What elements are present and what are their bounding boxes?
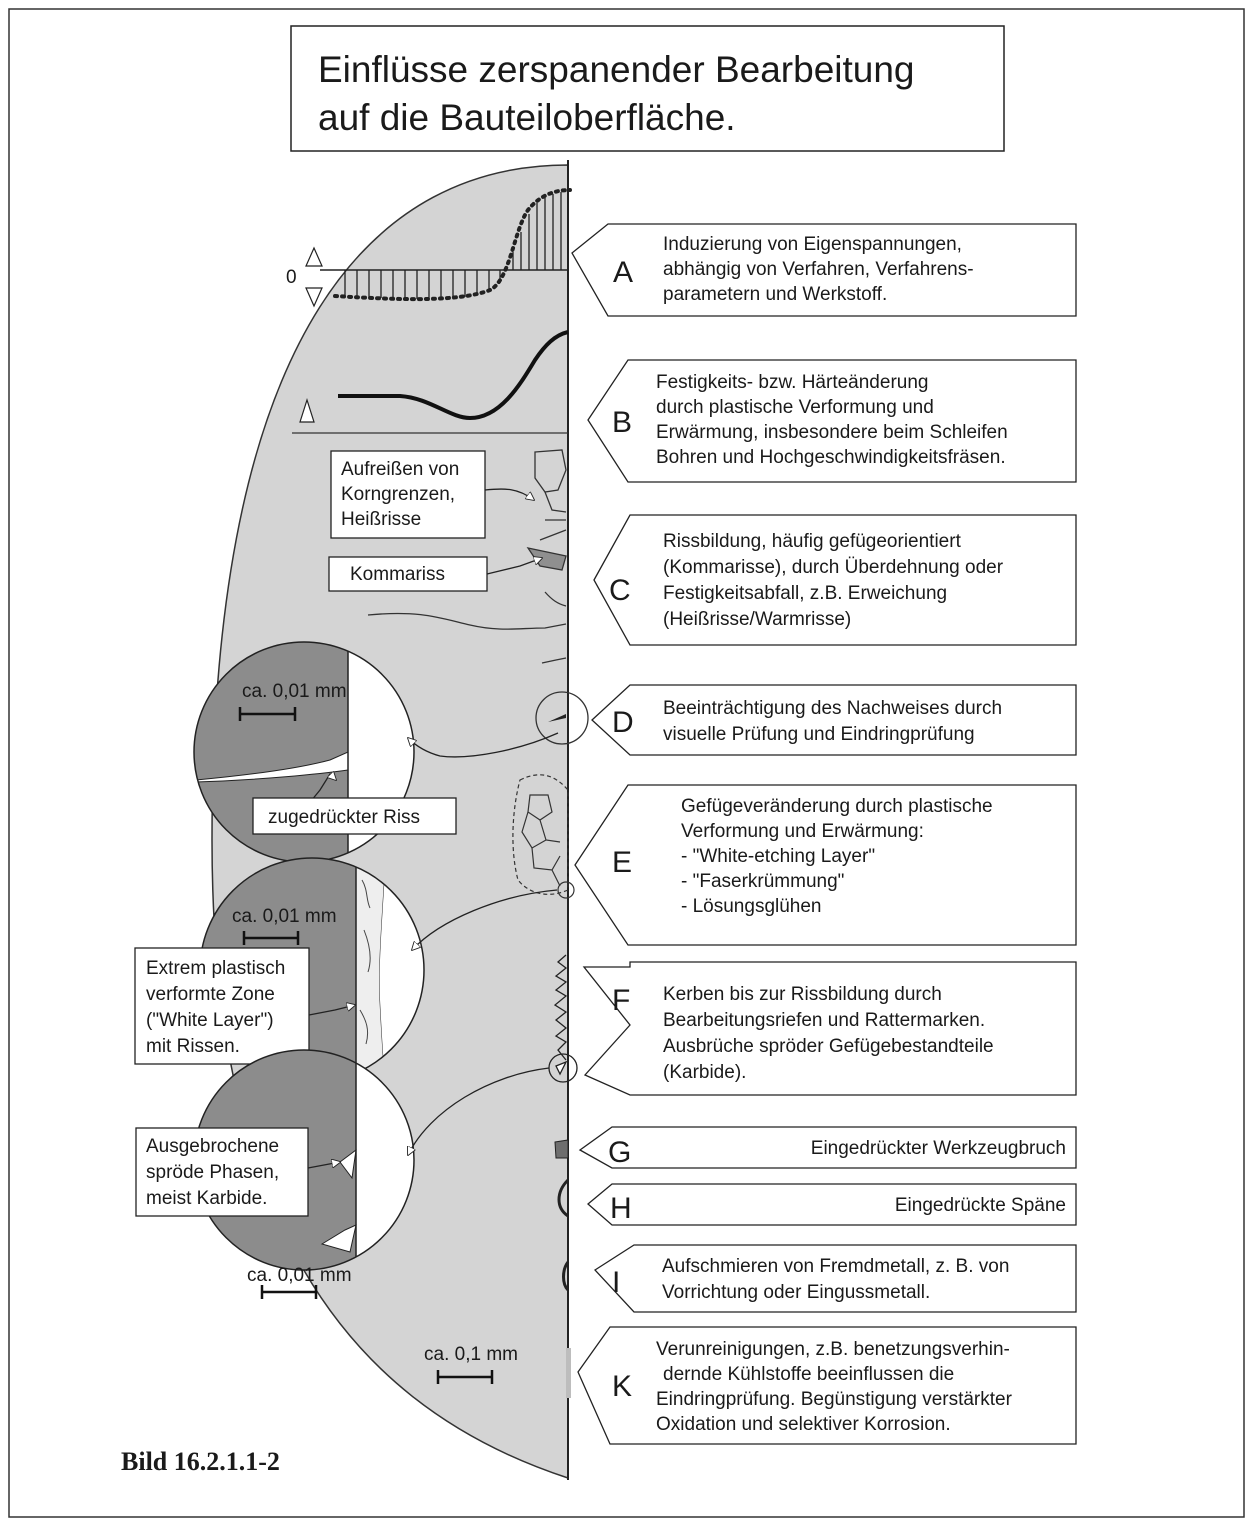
callout-letter-e: E: [612, 846, 632, 879]
hardness-profile: [292, 330, 569, 434]
label-zugedrueckt: zugedrückter Riss: [252, 797, 457, 835]
callout-letter-b: B: [612, 406, 632, 439]
scale-label-main: ca. 0,1 mm: [424, 1344, 518, 1365]
svg-text:Heißrisse: Heißrisse: [341, 509, 421, 530]
callout-h: H Eingedrückte Späne: [586, 1183, 1077, 1226]
svg-text:durch plastische Verformung un: durch plastische Verformung und: [656, 397, 934, 418]
svg-text:Verunreinigungen, z.B. benetzu: Verunreinigungen, z.B. benetzungsverhin-: [656, 1339, 1010, 1360]
svg-text:dernde Kühlstoffe beeinflussen: dernde Kühlstoffe beeinflussen die: [663, 1364, 954, 1385]
svg-text:(Heißrisse/Warmrisse): (Heißrisse/Warmrisse): [663, 609, 851, 630]
svg-text:- Lösungsglühen: - Lösungsglühen: [681, 896, 822, 917]
svg-text:abhängig von Verfahren, Verfah: abhängig von Verfahren, Verfahrens-: [663, 259, 974, 280]
svg-text:Ausgebrochene: Ausgebrochene: [146, 1136, 279, 1157]
svg-text:Eingedrückte Späne: Eingedrückte Späne: [895, 1195, 1066, 1216]
svg-text:Extrem plastisch: Extrem plastisch: [146, 958, 285, 979]
residual-stress-profile: 0: [286, 188, 572, 308]
svg-text:Kerben bis zur Rissbildung dur: Kerben bis zur Rissbildung durch: [663, 984, 942, 1005]
compression-arrow-icon: [305, 287, 323, 308]
title-box: [290, 25, 1005, 152]
callout-letter-h: H: [610, 1192, 632, 1225]
svg-text:Festigkeits- bzw. Härteänderun: Festigkeits- bzw. Härteänderung: [656, 372, 928, 393]
scale-bar-f: [260, 1285, 318, 1299]
svg-text:Aufreißen von: Aufreißen von: [341, 459, 459, 480]
callout-e: E Gefügeveränderung durch plastische Ver…: [574, 784, 1077, 946]
scale-label-d: ca. 0,01 mm: [242, 681, 347, 702]
svg-text:Festigkeitsabfall, z.B. Erweic: Festigkeitsabfall, z.B. Erweichung: [663, 583, 947, 604]
hardness-curve: [338, 330, 569, 421]
svg-text:Erwärmung, insbesondere beim S: Erwärmung, insbesondere beim Schleifen: [656, 422, 1008, 443]
svg-text:Ausbrüche spröder Gefügebestan: Ausbrüche spröder Gefügebestandteile: [663, 1036, 994, 1057]
scale-bar-main: [436, 1370, 494, 1384]
svg-text:Induzierung von Eigenspannunge: Induzierung von Eigenspannungen,: [663, 234, 962, 255]
svg-text:parametern und Werkstoff.: parametern und Werkstoff.: [663, 284, 887, 305]
callout-d: D Beeinträchtigung des Nachweises durch …: [591, 684, 1077, 756]
svg-text:(Kommarisse), durch Überdehnun: (Kommarisse), durch Überdehnung oder: [663, 557, 1004, 578]
callout-a: A Induzierung von Eigenspannungen, abhän…: [571, 223, 1077, 317]
callout-k: K Verunreinigungen, z.B. benetzungsverhi…: [577, 1326, 1077, 1445]
svg-text:Aufschmieren von Fremdmetall,: Aufschmieren von Fremdmetall, z. B. von: [662, 1256, 1009, 1277]
svg-text:Verformung und Erwärmung:: Verformung und Erwärmung:: [681, 821, 924, 842]
callout-letter-f: F: [612, 984, 630, 1017]
stress-curve: [333, 188, 572, 302]
contamination-layer: [566, 1348, 571, 1398]
callout-c: C Rissbildung, häufig gefügeorientiert (…: [593, 514, 1077, 646]
callout-letter-g: G: [608, 1136, 631, 1169]
svg-text:Gefügeveränderung durch plasti: Gefügeveränderung durch plastische: [681, 796, 993, 817]
label-white-layer: Extrem plastisch verformte Zone ("White …: [134, 947, 355, 1065]
svg-text:(Karbide).: (Karbide).: [663, 1062, 746, 1083]
title-line-2: auf die Bauteiloberfläche.: [318, 97, 736, 138]
svg-text:- "White-etching Layer": - "White-etching Layer": [681, 846, 875, 867]
callout-letter-k: K: [612, 1370, 632, 1403]
callout-b: B Festigkeits- bzw. Härteänderung durch …: [587, 359, 1077, 483]
callout-letter-a: A: [613, 256, 633, 289]
svg-text:("White Layer"): ("White Layer"): [146, 1010, 274, 1031]
scale-label-e: ca. 0,01 mm: [232, 906, 337, 927]
svg-text:Beeinträchtigung des Nachweise: Beeinträchtigung des Nachweises durch: [663, 698, 1002, 719]
scale-bar-e: [242, 931, 300, 945]
callout-g: G Eingedrückter Werkzeugbruch: [578, 1126, 1077, 1169]
scale-bar-d: [238, 707, 297, 721]
callout-letter-d: D: [612, 706, 634, 739]
svg-text:Rissbildung, häufig gefügeorie: Rissbildung, häufig gefügeorientiert: [663, 531, 962, 552]
svg-text:verformte Zone: verformte Zone: [146, 984, 275, 1005]
svg-text:mit Rissen.: mit Rissen.: [146, 1036, 240, 1057]
tension-arrow-icon: [305, 246, 323, 267]
tool-fragment: [554, 1139, 569, 1159]
stress-hatching: [344, 192, 562, 299]
svg-text:zugedrückter Riss: zugedrückter Riss: [268, 807, 420, 828]
svg-text:Eindringprüfung. Begünstigung: Eindringprüfung. Begünstigung verstärkte…: [656, 1389, 1013, 1410]
pressed-chip: [557, 1178, 570, 1218]
figure-label: Bild 16.2.1.1-2: [121, 1447, 280, 1476]
callout-i: I Aufschmieren von Fremdmetall, z. B. vo…: [593, 1244, 1077, 1313]
svg-text:Korngrenzen,: Korngrenzen,: [341, 484, 455, 505]
hardness-arrow-icon: [299, 398, 315, 423]
svg-text:visuelle Prüfung und Eindringp: visuelle Prüfung und Eindringprüfung: [663, 724, 975, 745]
svg-text:Kommariss: Kommariss: [350, 564, 445, 585]
title-line-1: Einflüsse zerspanender Bearbeitung: [318, 49, 915, 90]
svg-text:Vorrichtung oder Eingussmetall: Vorrichtung oder Eingussmetall.: [662, 1282, 930, 1303]
label-korngrenzen: Aufreißen von Korngrenzen, Heißrisse: [330, 450, 534, 539]
label-kommariss: Kommariss: [328, 557, 542, 592]
crack-marker: [535, 691, 589, 745]
svg-text:spröde Phasen,: spröde Phasen,: [146, 1162, 279, 1183]
svg-text:Bearbeitungsriefen und Ratterm: Bearbeitungsriefen und Rattermarken.: [663, 1010, 985, 1031]
svg-text:Bohren und Hochgeschwindigkeit: Bohren und Hochgeschwindigkeitsfräsen.: [656, 447, 1006, 468]
callout-f: F Kerben bis zur Rissbildung durch Bearb…: [582, 961, 1077, 1096]
callout-letter-c: C: [609, 574, 631, 607]
zero-label: 0: [286, 267, 297, 288]
callout-letter-i: I: [612, 1266, 620, 1299]
svg-text:Eingedrückter Werkzeugbruch: Eingedrückter Werkzeugbruch: [811, 1138, 1066, 1159]
smeared-metal: [562, 1261, 570, 1292]
structure-change-zone: [512, 774, 575, 899]
label-ausgebrochen: Ausgebrochene spröde Phasen, meist Karbi…: [135, 1127, 340, 1217]
svg-text:Oxidation und selektiver Korro: Oxidation und selektiver Korrosion.: [656, 1414, 951, 1435]
scale-label-f: ca. 0,01 mm: [247, 1265, 352, 1286]
svg-text:- "Faserkrümmung": - "Faserkrümmung": [681, 871, 844, 892]
svg-text:meist Karbide.: meist Karbide.: [146, 1188, 267, 1209]
